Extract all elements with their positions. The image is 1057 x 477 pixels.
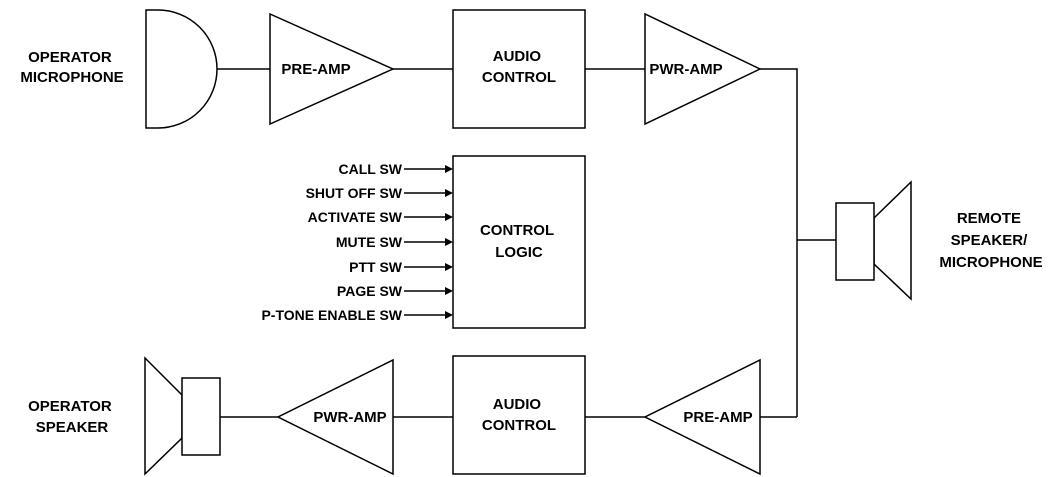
audio-control-top (452, 9, 586, 129)
operator-speaker (144, 356, 221, 476)
pwramp-top-label: PWR-AMP (649, 61, 722, 78)
audio-control-bottom-label: AUDIO CONTROL (482, 396, 556, 434)
preamp-top (269, 12, 395, 126)
switch-label: SHUT OFF SW (306, 185, 403, 201)
arrow-icon (445, 189, 453, 197)
switch-input-call: CALL SW (338, 161, 453, 177)
wire-right-bus (760, 68, 798, 417)
switch-label: MUTE SW (336, 234, 403, 250)
remote-speaker-microphone-label: REMOTE SPEAKER/ MICROPHONE (939, 210, 1042, 271)
arrow-icon (445, 213, 453, 221)
pwramp-top (644, 12, 762, 126)
remote-speaker-microphone (835, 180, 912, 301)
operator-microphone (145, 9, 218, 129)
pwramp-bottom-label: PWR-AMP (313, 409, 386, 426)
arrow-icon (445, 263, 453, 271)
audio-control-top-label: AUDIO CONTROL (482, 48, 556, 86)
switch-inputs: CALL SW SHUT OFF SW ACTIVATE SW MUTE SW … (261, 161, 453, 323)
operator-microphone-label: OPERATOR MICROPHONE (20, 49, 123, 86)
preamp-bottom (643, 358, 761, 476)
audio-control-bottom (452, 355, 586, 475)
arrow-icon (445, 238, 453, 246)
speaker-magnet-icon (181, 377, 221, 456)
control-logic (452, 155, 586, 329)
switch-input-mute: MUTE SW (336, 234, 453, 250)
arrow-icon (445, 165, 453, 173)
switch-label: P-TONE ENABLE SW (261, 307, 402, 323)
remote-speaker-magnet-icon (835, 202, 875, 281)
arrow-icon (445, 287, 453, 295)
pwramp-bottom (276, 358, 394, 476)
preamp-top-label: PRE-AMP (281, 61, 350, 78)
speaker-cone-icon (144, 356, 183, 476)
switch-label: CALL SW (338, 161, 402, 177)
switch-input-p-tone-enable: P-TONE ENABLE SW (261, 307, 453, 323)
preamp-bottom-label: PRE-AMP (683, 409, 752, 426)
operator-speaker-label: OPERATOR SPEAKER (28, 398, 116, 436)
arrow-icon (445, 311, 453, 319)
remote-speaker-cone-icon (873, 180, 912, 301)
switch-label: PAGE SW (337, 283, 403, 299)
switch-input-ptt: PTT SW (349, 259, 453, 275)
control-logic-label: CONTROL LOGIC (480, 222, 558, 261)
switch-input-shut-off: SHUT OFF SW (306, 185, 453, 201)
switch-label: PTT SW (349, 259, 403, 275)
switch-label: ACTIVATE SW (308, 209, 403, 225)
microphone-icon (145, 9, 218, 129)
switch-input-activate: ACTIVATE SW (308, 209, 453, 225)
switch-input-page: PAGE SW (337, 283, 453, 299)
